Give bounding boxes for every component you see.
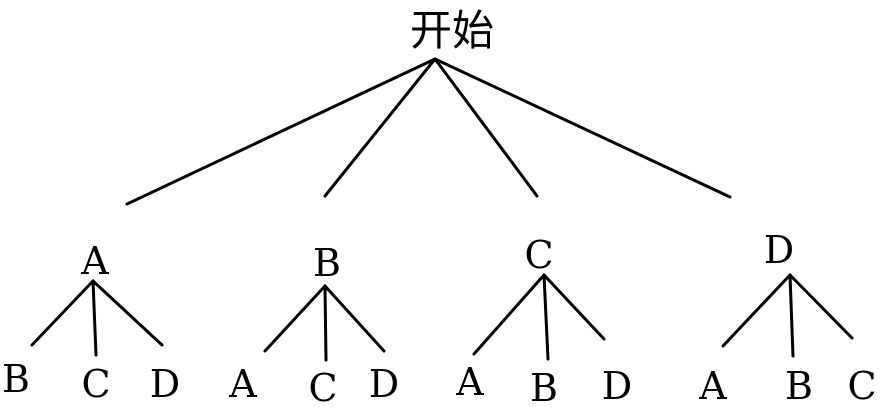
branch-1-leaf-1-label: B bbox=[2, 357, 30, 401]
edge-branch-2-leaf-1 bbox=[263, 284, 327, 353]
edge-root-branch-2 bbox=[323, 57, 437, 198]
branch-4-label: D bbox=[764, 228, 794, 272]
branch-1-leaf-3-label: D bbox=[150, 362, 180, 406]
branch-3-leaf-1-label: A bbox=[455, 360, 484, 404]
branch-3-leaf-2-label: B bbox=[530, 366, 558, 407]
branch-2-leaf-2-label: C bbox=[308, 366, 337, 407]
edge-branch-3-leaf-2 bbox=[542, 273, 550, 361]
edge-branch-4-leaf-3 bbox=[788, 273, 854, 340]
branch-2-leaf-1-label: A bbox=[228, 362, 257, 406]
edge-branch-1-leaf-1 bbox=[30, 279, 95, 347]
branch-2-label: B bbox=[313, 241, 341, 285]
edge-branch-1-leaf-3 bbox=[91, 279, 164, 347]
branch-4-leaf-3-label: C bbox=[847, 364, 876, 407]
edge-root-branch-4 bbox=[433, 57, 732, 199]
branch-4-leaf-2-label: B bbox=[785, 364, 813, 407]
edge-branch-2-leaf-3 bbox=[323, 284, 386, 353]
branch-1-label: A bbox=[80, 239, 109, 283]
edge-branch-3-leaf-1 bbox=[472, 273, 546, 356]
branch-1-leaf-2-label: C bbox=[81, 362, 110, 406]
branch-2-leaf-3-label: D bbox=[369, 362, 399, 406]
edge-root-branch-1 bbox=[125, 57, 437, 206]
root-node-label: 开始 bbox=[410, 6, 494, 55]
branch-3-leaf-3-label: D bbox=[602, 364, 632, 407]
edge-branch-2-leaf-2 bbox=[323, 284, 328, 362]
edge-branch-3-leaf-3 bbox=[542, 273, 606, 341]
edge-branch-1-leaf-2 bbox=[91, 279, 98, 357]
branch-4-leaf-1-label: A bbox=[698, 364, 727, 407]
branch-3-label: C bbox=[524, 233, 553, 277]
edge-branch-4-leaf-2 bbox=[788, 273, 795, 358]
edge-root-branch-3 bbox=[433, 57, 539, 198]
edge-branch-4-leaf-1 bbox=[721, 273, 792, 348]
